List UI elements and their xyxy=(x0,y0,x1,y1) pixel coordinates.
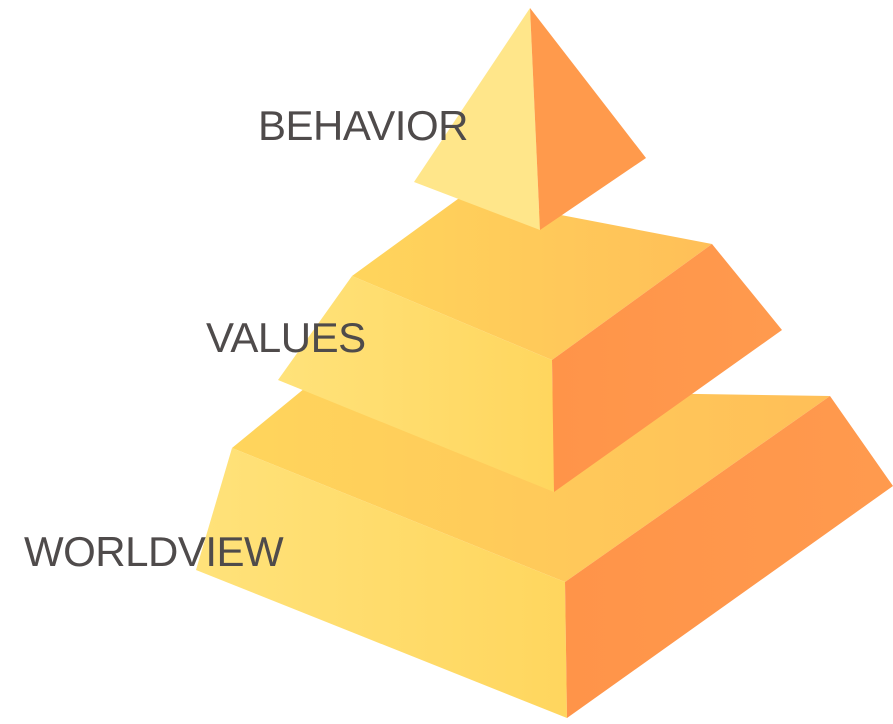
tier-values-top-face xyxy=(352,196,712,360)
tier-worldview xyxy=(196,388,893,718)
worldview-label: WORLDVIEW xyxy=(24,528,284,575)
tier-values-left-face xyxy=(278,276,554,492)
tier-worldview-right-face xyxy=(565,396,893,718)
tier-values xyxy=(278,196,782,492)
behavior-label: BEHAVIOR xyxy=(258,102,468,149)
values-label: VALUES xyxy=(206,314,366,361)
tier-worldview-top-face xyxy=(232,388,830,582)
tier-behavior-left-face xyxy=(414,8,540,230)
tier-behavior-right-face xyxy=(530,8,646,230)
tier-worldview-left-face xyxy=(196,448,567,718)
tier-values-right-face xyxy=(552,244,782,492)
tier-behavior xyxy=(414,8,646,230)
